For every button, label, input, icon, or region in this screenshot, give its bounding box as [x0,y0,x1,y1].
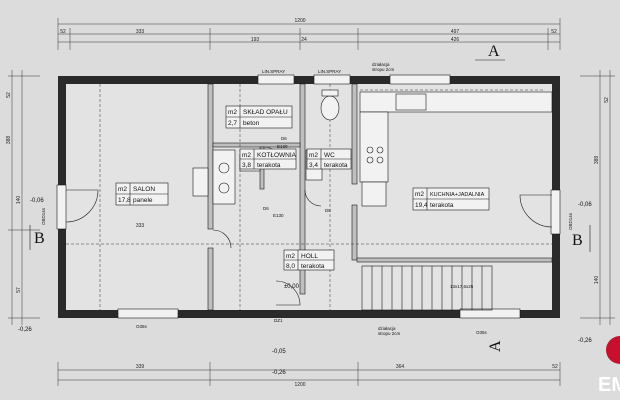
room-wc: m2 WC 3,4 terakota [306,148,352,170]
wc-area: 3,4 [309,162,318,169]
salon-name: SALON [133,186,155,193]
section-b-left: B [34,230,45,247]
room-kuchnia: m2 KUCHNIA+JADALNIA 19,4 terakota [412,187,490,211]
kotlownia-unit: m2 [242,152,251,159]
dim-left-a: 52 [6,92,12,98]
kuchnia-name: KUCHNIA+JADALNIA [430,192,485,198]
dim-left-c: 140 [16,196,22,205]
stairs: 13x17,6x25 [361,265,493,311]
window-obd-right: OBD14s [568,212,573,230]
dim-top-b: 333 [136,29,145,35]
dim-right-a: 52 [604,97,610,103]
dim-bottom-c: 52 [552,364,558,370]
dim-bottom-b: 364 [396,364,405,370]
dim-bottom-total: 1200 [294,382,305,388]
holl-unit: m2 [286,253,295,260]
kotlownia-area: 3,8 [242,162,251,169]
dim-bottom-a: 339 [136,364,145,370]
dim-top-a: 52 [60,29,66,35]
holl-name: HOLL [301,253,318,260]
dim-top-c: 193 [251,37,260,43]
label-dz-top2: stropu 2cm [372,67,395,72]
holl-floor: terakota [301,263,325,270]
kotlownia-name: KOTŁOWNIA [257,152,297,159]
level-bottom-low: -0,26 [272,370,286,376]
door-d6-a: D6 [281,136,287,141]
label-dz-bot: działacja [378,326,396,331]
room-salon: m2 SALON 17,8 panele [115,182,169,206]
door-dz1: DZ1 [274,318,283,323]
level-zero: ±0,00 [284,284,300,290]
dim-left-d: 57 [16,287,22,293]
kuchnia-area: 19,4 [415,202,428,209]
wc-name: WC [324,152,335,159]
door-d6-b: D6 [263,206,269,211]
section-b-right: B [572,232,583,249]
level-bottom: -0,05 [272,349,286,355]
sklad-name: SKŁAD OPAŁU [243,109,288,116]
dim-top-g: 52 [551,29,557,35]
wc-unit: m2 [309,152,318,159]
door-d8: D8 [325,208,331,213]
door-e130-a: E130 [277,144,288,149]
stairs-label: 13x17,6x25 [450,284,474,289]
wc-floor: terakota [324,162,348,169]
room-sklad: m2 SKŁAD OPAŁU 2,7 beton [225,105,293,129]
dim-top-f: 426 [451,37,460,43]
section-a-bottom: A [487,340,504,352]
dim-right-c: 140 [594,276,600,285]
level-left: -0,06 [30,198,44,204]
window-o35s-right: O35s [476,330,488,335]
brand-logo-text: EM [598,374,620,396]
dim-right-b: 388 [594,156,600,165]
level-right-low: -0,26 [578,338,592,344]
brand-logo-mark [606,336,620,364]
room-holl: m2 HOLL 8,0 terakota [283,249,335,271]
level-right: -0,06 [578,202,592,208]
window-obd-left: OBD14s [41,207,46,225]
label-dz-top: działacja [372,62,390,67]
bottom-dimensions: 339 364 52 1200 [57,362,561,388]
label-dz-bot2: stropu 2cm [378,331,401,336]
label-lines2: LIN.SPRAY [318,69,341,74]
sklad-unit: m2 [228,109,237,116]
kuchnia-unit: m2 [415,191,424,198]
sklad-area: 2,7 [228,120,237,127]
sklad-floor: beton [243,120,260,127]
top-dimensions: 1200 52 333 193 497 24 426 52 [57,18,561,50]
room-kotlownia: m2 KOTŁOWNIA 3,8 terakota [239,148,297,170]
left-dimensions: 52 388 140 57 [6,70,40,325]
kuchnia-floor: terakota [430,202,454,209]
dim-mid-333: 333 [136,223,145,229]
salon-area: 17,8 [118,197,131,204]
dim-top-total: 1200 [294,18,305,24]
kotlownia-floor: terakota [257,162,281,169]
salon-unit: m2 [118,186,127,193]
label-lines1: LIN.SPRAY [262,69,285,74]
windows-top [56,74,561,319]
dim-top-e: 24 [301,37,307,43]
salon-floor: panele [133,197,153,204]
interior-walls [207,83,553,311]
door-e130-b: E130 [273,213,284,218]
level-left-low: -0,26 [18,327,32,333]
section-a-top: A [488,43,500,60]
dim-top-d: 497 [451,29,460,35]
kitchen-counter [359,91,553,207]
window-o35s-left: O35s [136,324,148,329]
holl-area: 8,0 [286,263,295,270]
right-dimensions: 52 388 140 [580,70,615,325]
dim-left-b: 388 [6,136,12,145]
